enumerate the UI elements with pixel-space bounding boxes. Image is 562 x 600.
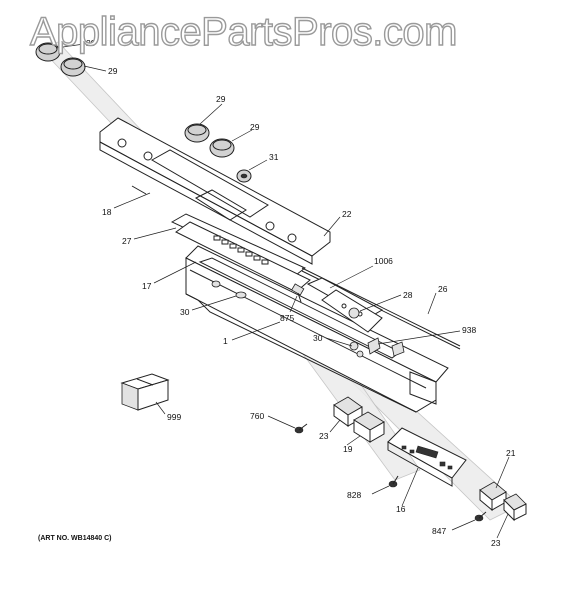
callout-19: 19: [343, 444, 353, 454]
callout-18: 18: [102, 207, 112, 217]
overlay-keypad: [213, 235, 269, 265]
callout-17: 17: [142, 281, 152, 291]
screw-828[interactable]: [388, 475, 399, 488]
callout-23-lower: 23: [491, 538, 501, 548]
leader-lines: [55, 43, 510, 539]
knob-29-d[interactable]: [209, 138, 235, 158]
callout-938: 938: [462, 325, 476, 335]
callout-29-c: 29: [216, 94, 226, 104]
callout-16: 16: [396, 504, 406, 514]
callout-828: 828: [347, 490, 361, 500]
callout-1006: 1006: [374, 256, 393, 266]
callout-27: 27: [122, 236, 132, 246]
callout-30-left: 30: [180, 307, 190, 317]
parts-box-999[interactable]: [120, 373, 170, 411]
callout-23-upper: 23: [319, 431, 329, 441]
callout-29-b: 29: [108, 66, 118, 76]
callout-26: 26: [438, 284, 448, 294]
relay-19[interactable]: [353, 411, 385, 443]
clip-938[interactable]: [367, 337, 381, 355]
callout-22: 22: [342, 209, 352, 219]
hardware-875[interactable]: [291, 283, 305, 303]
connector-module-23-lower[interactable]: [503, 493, 527, 522]
connector-21[interactable]: [479, 481, 507, 512]
callout-999: 999: [167, 412, 181, 422]
hardware-30-left[interactable]: [211, 280, 247, 299]
callout-760: 760: [250, 411, 264, 421]
boss-28[interactable]: [348, 307, 360, 319]
touch-control-overlay[interactable]: [170, 213, 311, 293]
callout-30-right: 30: [313, 333, 323, 343]
screw-760[interactable]: [294, 423, 308, 434]
knob-29-c[interactable]: [184, 123, 210, 143]
main-housing[interactable]: [185, 245, 449, 413]
control-board-16[interactable]: [387, 427, 467, 487]
knob-29-b[interactable]: [60, 57, 86, 77]
callout-1: 1: [223, 336, 228, 346]
callout-28: 28: [403, 290, 413, 300]
callout-31: 31: [269, 152, 279, 162]
callout-847: 847: [432, 526, 446, 536]
connector-module-23[interactable]: [333, 396, 363, 427]
clip-on-housing[interactable]: [391, 341, 405, 357]
callout-29-a: 29: [86, 38, 96, 48]
callout-29-d: 29: [250, 122, 260, 132]
callout-875: 875: [280, 313, 294, 323]
callout-21: 21: [506, 448, 516, 458]
control-panel-face[interactable]: [99, 117, 331, 265]
art-number: (ART NO. WB14840 C): [38, 535, 112, 542]
knob-29-a[interactable]: [35, 42, 61, 62]
screw-847[interactable]: [474, 511, 487, 522]
knob-31[interactable]: [236, 169, 252, 183]
site-watermark: AppliancePartsPros.com: [29, 9, 458, 54]
hardware-30-right[interactable]: [349, 341, 364, 358]
